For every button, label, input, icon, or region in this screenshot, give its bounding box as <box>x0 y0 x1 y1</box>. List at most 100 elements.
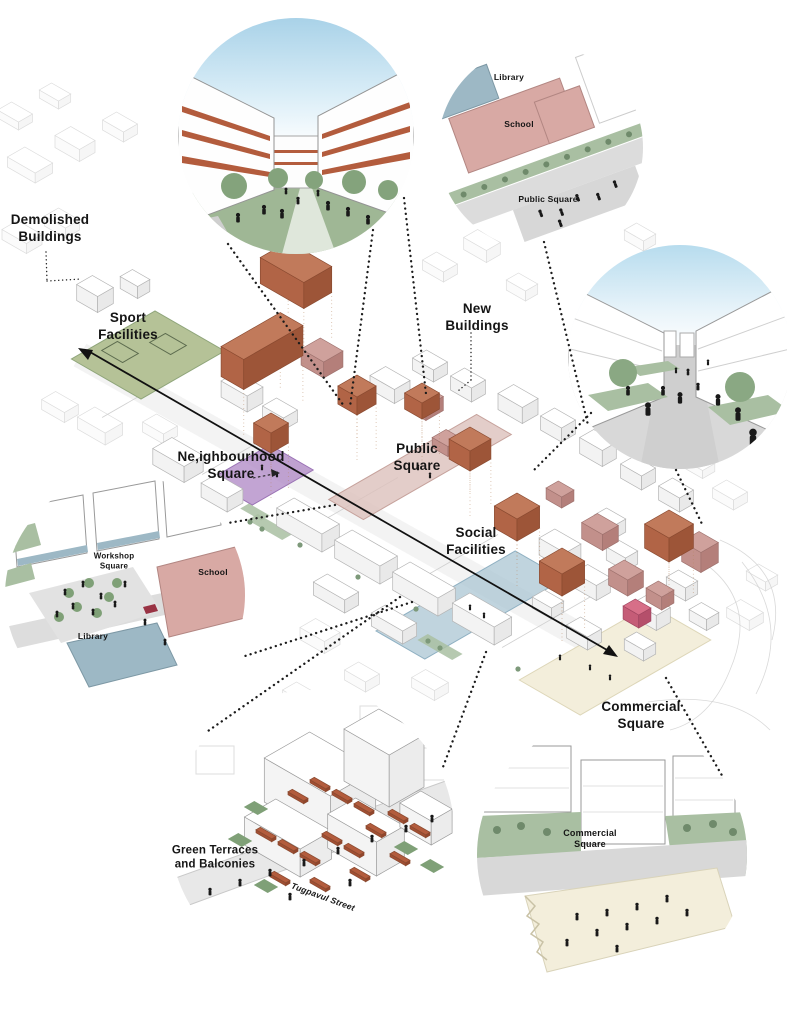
tree <box>84 578 94 588</box>
tree <box>626 131 633 138</box>
commercial-scene <box>477 745 747 973</box>
tree <box>517 822 525 830</box>
arrowhead-nw <box>78 348 93 360</box>
contour-line <box>741 561 772 695</box>
road <box>438 120 643 243</box>
tree <box>297 542 303 548</box>
label-social-facilities: Social Facilities <box>446 525 506 557</box>
balcony-strip <box>270 162 328 165</box>
far-building <box>679 332 695 358</box>
tree <box>259 526 265 532</box>
facade-line <box>697 315 787 350</box>
balcony-strip <box>322 102 410 139</box>
tree <box>729 828 737 836</box>
inset-school-library <box>438 45 643 250</box>
people <box>625 359 757 446</box>
label-workshop-square: Workshop Square <box>93 551 135 570</box>
arrowhead-se <box>603 645 618 657</box>
balcony-strip <box>322 126 410 157</box>
plaza-steps <box>524 895 548 961</box>
label-commercial-inset: Commercial Square <box>563 827 617 849</box>
people <box>565 894 689 953</box>
contour-line <box>719 539 776 641</box>
tree <box>460 191 467 198</box>
walkway <box>477 840 747 896</box>
tree <box>305 171 323 189</box>
tree <box>112 578 122 588</box>
balcony-strip <box>322 152 410 175</box>
green-patch <box>5 523 41 555</box>
context-building <box>195 745 235 775</box>
terraces-scene <box>170 705 454 913</box>
courtyard-scene <box>178 65 414 254</box>
people <box>235 187 371 225</box>
tree <box>104 592 114 602</box>
facade-line <box>697 349 787 372</box>
tree <box>584 146 591 153</box>
street-scene <box>568 283 787 469</box>
public-square-ground <box>512 165 643 243</box>
label-green-terraces: Green Terraces and Balconies <box>171 844 259 871</box>
inset-street-view <box>568 245 787 469</box>
tree <box>247 519 253 525</box>
left-building <box>178 69 275 227</box>
crosswalk-stripe <box>186 228 208 237</box>
tree <box>605 138 612 145</box>
tree <box>425 638 431 644</box>
balcony-strip <box>182 130 270 159</box>
tree <box>709 820 717 828</box>
balcony-strip <box>270 150 328 153</box>
tree <box>72 602 82 612</box>
label-workshop-library: Library <box>77 630 109 641</box>
green-patch <box>588 383 668 411</box>
tree <box>564 153 571 160</box>
label-sport-facilities: Sport Facilities <box>98 310 158 342</box>
balcony-strip <box>182 156 270 177</box>
tree <box>725 372 755 402</box>
balcony-strip <box>182 106 270 141</box>
green-band <box>477 812 581 858</box>
tree <box>683 824 691 832</box>
tree <box>481 183 488 190</box>
tree <box>54 612 64 622</box>
school-library-scene <box>438 45 643 243</box>
label-inset-library: Library <box>493 71 525 82</box>
tree <box>522 168 529 175</box>
school-wing <box>533 85 596 145</box>
building <box>672 755 736 823</box>
blue-base-strip <box>17 545 88 566</box>
label-inset-school: School <box>504 118 534 129</box>
tree <box>493 826 501 834</box>
people <box>208 814 434 901</box>
tree <box>543 828 551 836</box>
inset-commercial-square <box>477 720 747 990</box>
label-demolished-buildings: Demolished Buildings <box>10 212 90 244</box>
inset-courtyard-view <box>178 18 414 254</box>
green-patch <box>628 361 680 376</box>
inset-green-terraces <box>170 690 454 974</box>
housing-block <box>162 475 222 538</box>
label-inset-public-square: Public Square <box>518 193 578 204</box>
green-patch <box>708 395 787 425</box>
crosswalk-stripe <box>200 244 222 253</box>
context-building <box>574 45 642 124</box>
rotated-scene <box>438 45 643 243</box>
tree <box>543 161 550 168</box>
tree <box>437 645 443 651</box>
school-building <box>156 544 245 638</box>
tree <box>439 199 446 206</box>
tree <box>64 588 74 598</box>
inset-workshop-square <box>5 475 245 715</box>
terrace-buildings <box>227 708 453 893</box>
label-workshop-school: School <box>198 566 228 577</box>
label-commercial-square: Commercial Square <box>601 699 681 731</box>
label-public-square: Public Square <box>393 441 441 473</box>
green-patch <box>5 563 35 587</box>
tree <box>268 168 288 188</box>
crosswalk-stripe <box>192 236 214 245</box>
tree <box>515 666 521 672</box>
far-building <box>663 330 677 358</box>
tree <box>221 173 247 199</box>
tree <box>342 170 366 194</box>
